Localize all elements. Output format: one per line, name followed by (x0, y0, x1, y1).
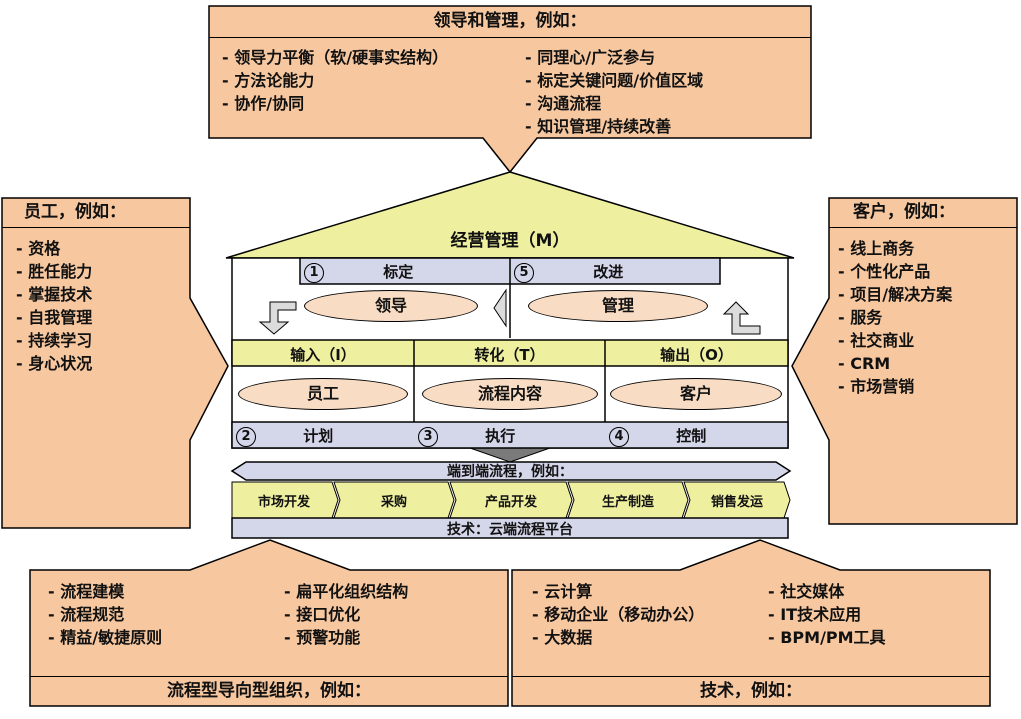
step-4: 4 控制 (609, 425, 786, 447)
list-item: 预警功能 (284, 626, 408, 649)
list-item: 同理心/广泛参与 (525, 46, 703, 69)
step-2: 2 计划 (236, 425, 412, 447)
list-item: 精益/敏捷原则 (48, 626, 162, 649)
bottom-steps-row (231, 421, 789, 449)
bottom-right-col1: 云计算 移动企业（移动办公） 大数据 (532, 580, 704, 649)
list-item: 线上商务 (838, 237, 952, 260)
step-4-number: 4 (609, 426, 629, 447)
step-1-number: 1 (304, 262, 324, 283)
lead-oval: 领导 (304, 290, 478, 322)
bottom-right-footer: 技术，例如： (512, 676, 990, 706)
list-item: 身心状况 (16, 352, 92, 375)
bottom-left-footer: 流程型导向型组织，例如： (30, 676, 508, 706)
bottom-right-col2: 社交媒体 IT技术应用 BPM/PM工具 (768, 580, 886, 649)
list-item: 持续学习 (16, 329, 92, 352)
list-item: 掌握技术 (16, 283, 92, 306)
step-4-label: 控制 (676, 427, 707, 445)
top-left-list: 领导力平衡（软/硬事实结构） 方法论能力 协作/协同 (222, 46, 448, 115)
step-2-number: 2 (236, 426, 256, 447)
list-item: 社交商业 (838, 329, 952, 352)
e2e-step-sales: 销售发运 (710, 495, 763, 510)
process-chevrons (231, 481, 791, 519)
bottom-left-col1: 流程建模 流程规范 精益/敏捷原则 (48, 580, 162, 649)
list-item: 流程建模 (48, 580, 162, 603)
list-item: 流程规范 (48, 603, 162, 626)
process-oval: 流程内容 (422, 378, 598, 410)
e2e-title: 端到端流程，例如： (447, 464, 573, 480)
list-item: 扁平化组织结构 (284, 580, 408, 603)
right-header: 客户，例如： (829, 198, 1017, 228)
list-item: BPM/PM工具 (768, 626, 885, 649)
list-item: 协作/协同 (222, 92, 448, 115)
list-item: CRM (838, 352, 952, 375)
list-item: 大数据 (532, 626, 704, 649)
list-item: 服务 (838, 306, 952, 329)
tech-platform: 技术：云端流程平台 (447, 522, 573, 538)
list-item: 领导力平衡（软/硬事实结构） (222, 46, 448, 69)
list-item: 自我管理 (16, 306, 92, 329)
e2e-step-product: 产品开发 (484, 495, 537, 510)
left-header: 员工，例如： (2, 198, 190, 228)
e2e-step-manufacture: 生产制造 (601, 495, 654, 510)
list-item: 移动企业（移动办公） (532, 603, 704, 626)
list-item: 云计算 (532, 580, 704, 603)
list-item: 胜任能力 (16, 260, 92, 283)
house-base (469, 447, 551, 463)
list-item: 标定关键问题/价值区域 (525, 69, 703, 92)
left-list: 资格 胜任能力 掌握技术 自我管理 持续学习 身心状况 (16, 237, 92, 375)
col-transform-label: 转化（T） (474, 346, 545, 364)
top-header: 领导和管理，例如： (209, 6, 811, 38)
step-5-label: 改进 (593, 263, 624, 281)
right-up-arrow (722, 301, 761, 335)
e2e-step-market: 市场开发 (257, 495, 310, 510)
customer-oval: 客户 (610, 378, 782, 410)
list-item: 沟通流程 (525, 92, 703, 115)
tech-bar (231, 517, 789, 539)
staff-oval: 员工 (238, 378, 408, 410)
step-3-label: 执行 (485, 427, 516, 445)
step-3: 3 执行 (418, 425, 603, 447)
list-item: IT技术应用 (768, 603, 886, 626)
bottom-left-col2: 扁平化组织结构 接口优化 预警功能 (284, 580, 408, 649)
step-1-label: 标定 (383, 263, 414, 281)
e2e-step-purchase: 采购 (380, 495, 407, 510)
top-right-list: 同理心/广泛参与 标定关键问题/价值区域 沟通流程 知识管理/持续改善 (525, 46, 703, 138)
step-5-number: 5 (514, 262, 534, 283)
roof-title: 经营管理（M） (450, 231, 570, 251)
step-3-number: 3 (418, 426, 438, 447)
list-item: 社交媒体 (768, 580, 886, 603)
list-item: 项目/解决方案 (838, 283, 952, 306)
list-item: 资格 (16, 237, 92, 260)
center-left-arrow (493, 288, 507, 328)
list-item: 知识管理/持续改善 (525, 115, 703, 138)
col-output-label: 输出（O） (660, 346, 733, 364)
io-header-row (231, 339, 789, 367)
left-down-arrow (258, 301, 297, 335)
col-input-label: 输入（I） (290, 346, 356, 364)
right-list: 线上商务 个性化产品 项目/解决方案 服务 社交商业 CRM 市场营销 (838, 237, 952, 398)
list-item: 个性化产品 (838, 260, 952, 283)
manage-oval: 管理 (528, 290, 708, 322)
list-item: 接口优化 (284, 603, 408, 626)
step-1: 1 标定 (304, 261, 508, 283)
step-2-label: 计划 (303, 427, 334, 445)
step-5: 5 改进 (514, 261, 718, 283)
list-item: 市场营销 (838, 375, 952, 398)
e2e-band (230, 461, 792, 481)
list-item: 方法论能力 (222, 69, 448, 92)
